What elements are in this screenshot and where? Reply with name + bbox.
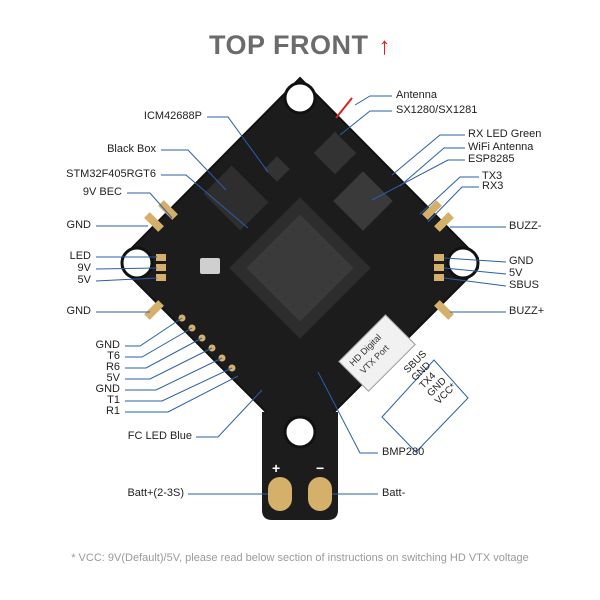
label-r1: R1: [105, 405, 120, 417]
label-5v-uart: 5V: [106, 372, 120, 384]
label-led: LED: [69, 250, 91, 262]
label-batt-plus: Batt+(2-3S): [127, 487, 184, 499]
label-icm: ICM42688P: [143, 110, 202, 122]
label-antenna: Antenna: [396, 89, 437, 101]
label-5v-right: 5V: [509, 267, 523, 279]
label-t6: T6: [107, 350, 120, 362]
label-sx: SX1280/SX1281: [396, 104, 478, 116]
label-bmp: BMP280: [382, 446, 425, 458]
label-gnd-uart6: GND: [95, 339, 120, 351]
batt-minus-symbol: −: [316, 460, 325, 476]
label-gnd-top: GND: [66, 219, 91, 231]
label-gnd-uart1: GND: [95, 383, 120, 395]
label-bec: 9V BEC: [82, 186, 122, 198]
label-9v: 9V: [77, 262, 91, 274]
label-gnd-right: GND: [509, 255, 534, 267]
label-fc-led: FC LED Blue: [127, 430, 192, 442]
footnote: * VCC: 9V(Default)/5V, please read below…: [71, 552, 529, 564]
label-blackbox: Black Box: [107, 143, 156, 155]
label-rx-led: RX LED Green: [468, 128, 542, 140]
label-gnd-mid: GND: [66, 305, 91, 317]
label-rx3: RX3: [482, 180, 504, 192]
leader-lines: [95, 95, 507, 495]
batt-plus-symbol: +: [272, 460, 281, 476]
label-stm: STM32F405RGT6: [66, 168, 156, 180]
label-esp: ESP8285: [468, 153, 515, 165]
label-r6: R6: [105, 361, 120, 373]
flight-controller-board: [120, 76, 480, 520]
label-sbus: SBUS: [509, 279, 539, 291]
label-buzz-plus: BUZZ+: [509, 305, 545, 317]
up-arrow-icon: ↑: [378, 33, 391, 60]
page-title: TOP FRONT ↑: [0, 30, 600, 61]
label-batt-minus: Batt-: [382, 487, 406, 499]
label-wifi: WiFi Antenna: [468, 141, 534, 153]
label-t1: T1: [107, 394, 120, 406]
label-5v-left: 5V: [77, 274, 91, 286]
label-tx3: TX3: [482, 170, 503, 182]
title-text: TOP FRONT: [208, 30, 369, 60]
label-buzz-minus: BUZZ-: [509, 220, 542, 232]
